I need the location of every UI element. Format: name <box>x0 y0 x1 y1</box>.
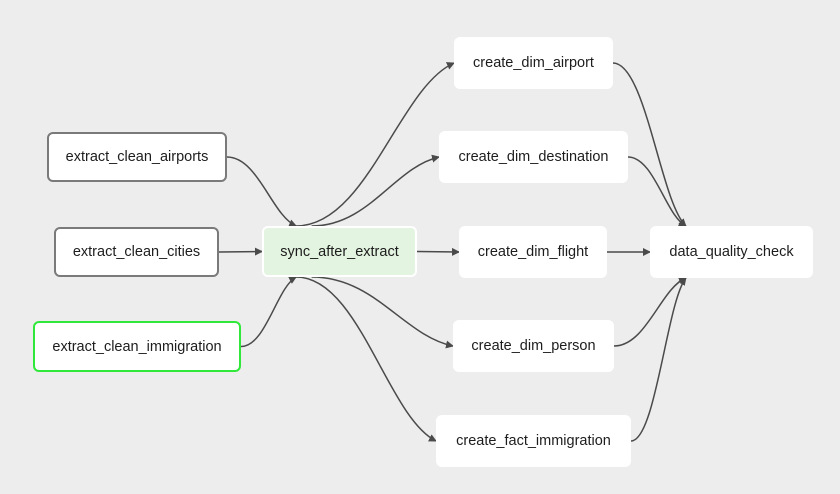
task-node-create-dim-person[interactable]: create_dim_person <box>453 320 614 372</box>
task-node-data-quality-check[interactable]: data_quality_check <box>650 226 813 278</box>
task-node-extract-clean-immigration[interactable]: extract_clean_immigration <box>33 321 241 372</box>
edge-sync-after-extract-to-create-dim-airport <box>296 62 455 227</box>
task-label: create_dim_person <box>471 338 596 354</box>
edge-create-fact-immigration-to-data-quality-check <box>630 277 687 442</box>
task-node-create-fact-immigration[interactable]: create_fact_immigration <box>436 415 631 467</box>
edge-sync-after-extract-to-create-dim-person <box>311 276 454 349</box>
task-label: create_dim_flight <box>477 244 589 260</box>
task-node-create-dim-airport[interactable]: create_dim_airport <box>454 37 613 89</box>
task-label: extract_clean_immigration <box>52 338 222 355</box>
edge-sync-after-extract-to-create-dim-flight <box>416 247 460 256</box>
edge-extract-clean-immigration-to-sync-after-extract <box>240 276 297 348</box>
task-node-extract-clean-cities[interactable]: extract_clean_cities <box>54 227 219 277</box>
task-label: sync_after_extract <box>280 243 399 260</box>
edge-create-dim-person-to-data-quality-check <box>613 276 687 347</box>
task-label: extract_clean_airports <box>65 149 209 165</box>
task-label: data_quality_check <box>669 244 794 260</box>
task-label: create_fact_immigration <box>456 433 611 449</box>
task-label: extract_clean_cities <box>72 244 201 260</box>
task-label: create_dim_airport <box>473 55 594 71</box>
edge-extract-clean-airports-to-sync-after-extract <box>226 156 298 227</box>
task-label: create_dim_destination <box>458 149 609 165</box>
edge-sync-after-extract-to-create-fact-immigration <box>296 276 437 442</box>
edge-extract-clean-cities-to-sync-after-extract <box>218 247 263 256</box>
task-node-extract-clean-airports[interactable]: extract_clean_airports <box>47 132 227 182</box>
edge-sync-after-extract-to-create-dim-destination <box>311 154 440 227</box>
task-node-create-dim-flight[interactable]: create_dim_flight <box>459 226 607 278</box>
task-node-sync-after-extract[interactable]: sync_after_extract <box>262 226 417 277</box>
task-node-create-dim-destination[interactable]: create_dim_destination <box>439 131 628 183</box>
edge-create-dim-destination-to-data-quality-check <box>627 156 687 227</box>
